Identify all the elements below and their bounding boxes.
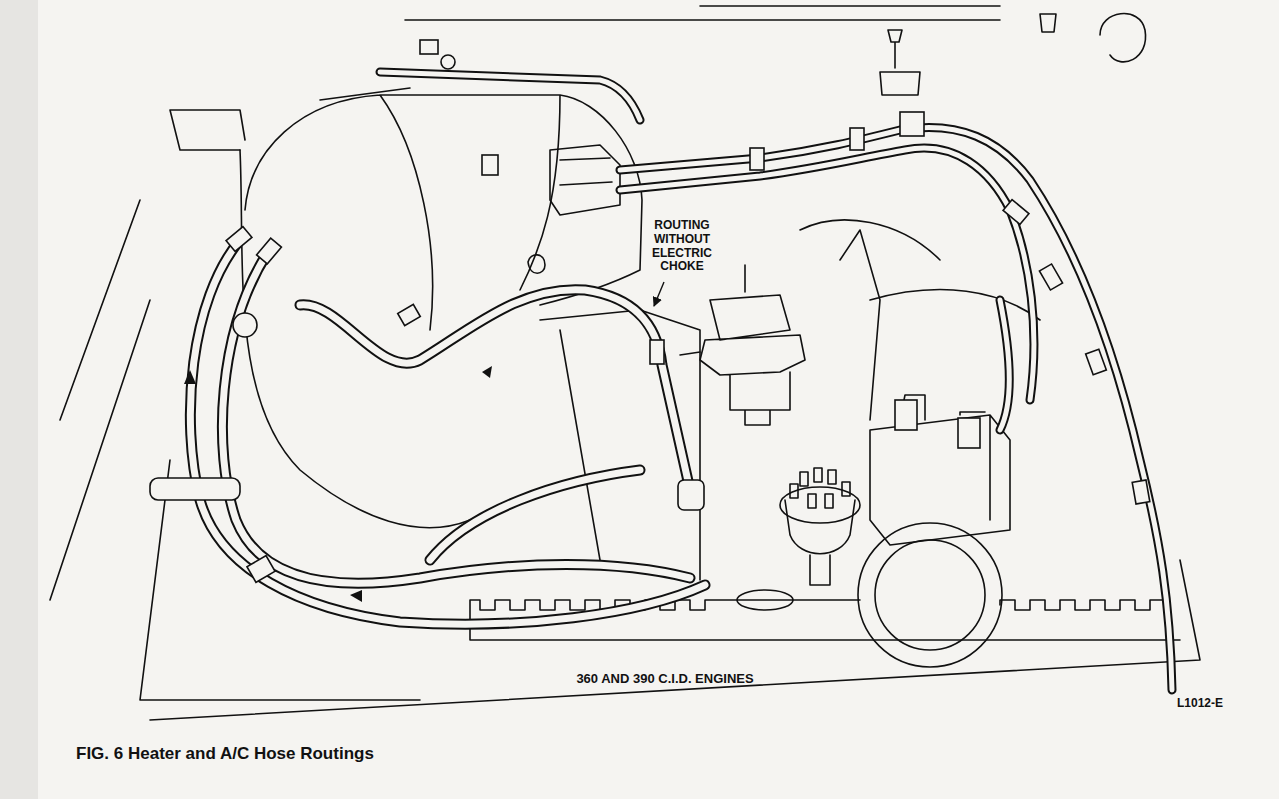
- bolt: [1040, 14, 1056, 32]
- figure-code: L1012-E: [1177, 697, 1223, 711]
- fan-pulley: [858, 523, 1002, 667]
- distributor-cap: [780, 487, 860, 523]
- hoses: [190, 72, 1172, 690]
- manifold: [800, 220, 940, 260]
- fitting: [528, 255, 545, 273]
- ground-terminal: [441, 55, 455, 69]
- heater-valve: [233, 313, 257, 337]
- radiator-cap: [737, 590, 793, 610]
- choke-fitting: [650, 340, 664, 364]
- engine-label: 360 AND 390 C.I.D. ENGINES: [576, 672, 753, 687]
- flow-arrow: [184, 366, 492, 602]
- callout-label: ROUTING WITHOUT ELECTRIC CHOKE: [650, 218, 714, 275]
- hose-clamp: [1086, 349, 1107, 374]
- hose-clamp: [257, 238, 282, 264]
- hose-clamp: [482, 155, 498, 175]
- expansion-block: [550, 145, 620, 215]
- hose-clamp: [247, 556, 275, 583]
- leader-line: [654, 282, 664, 306]
- hose-clamp: [850, 128, 864, 150]
- compressor: [870, 415, 1010, 545]
- carburetor: [680, 265, 805, 425]
- ac-fitting: [895, 400, 917, 430]
- hose-clamp: [900, 112, 924, 136]
- hose-bracket: [150, 478, 240, 500]
- body-outline: [50, 110, 1200, 720]
- fan-hub: [875, 540, 985, 650]
- hose-clamp: [1003, 200, 1029, 225]
- page-edge: [0, 0, 38, 799]
- hose-clamp: [226, 227, 252, 252]
- distributor-posts: [790, 468, 850, 508]
- water-valve: [678, 480, 704, 510]
- ac-fitting: [958, 418, 980, 448]
- connector: [1100, 14, 1146, 62]
- hose-clamp: [1039, 264, 1062, 290]
- hose-clamp: [420, 40, 438, 54]
- distributor-body: [785, 500, 855, 585]
- hose-clamp: [750, 148, 764, 170]
- hose-clamp: [398, 304, 421, 325]
- hood-line: [320, 6, 1000, 100]
- screw: [880, 30, 920, 95]
- figure-caption: FIG. 6 Heater and A/C Hose Routings: [76, 744, 374, 764]
- hose-clamp: [1132, 480, 1150, 504]
- engine-block: [540, 230, 1040, 580]
